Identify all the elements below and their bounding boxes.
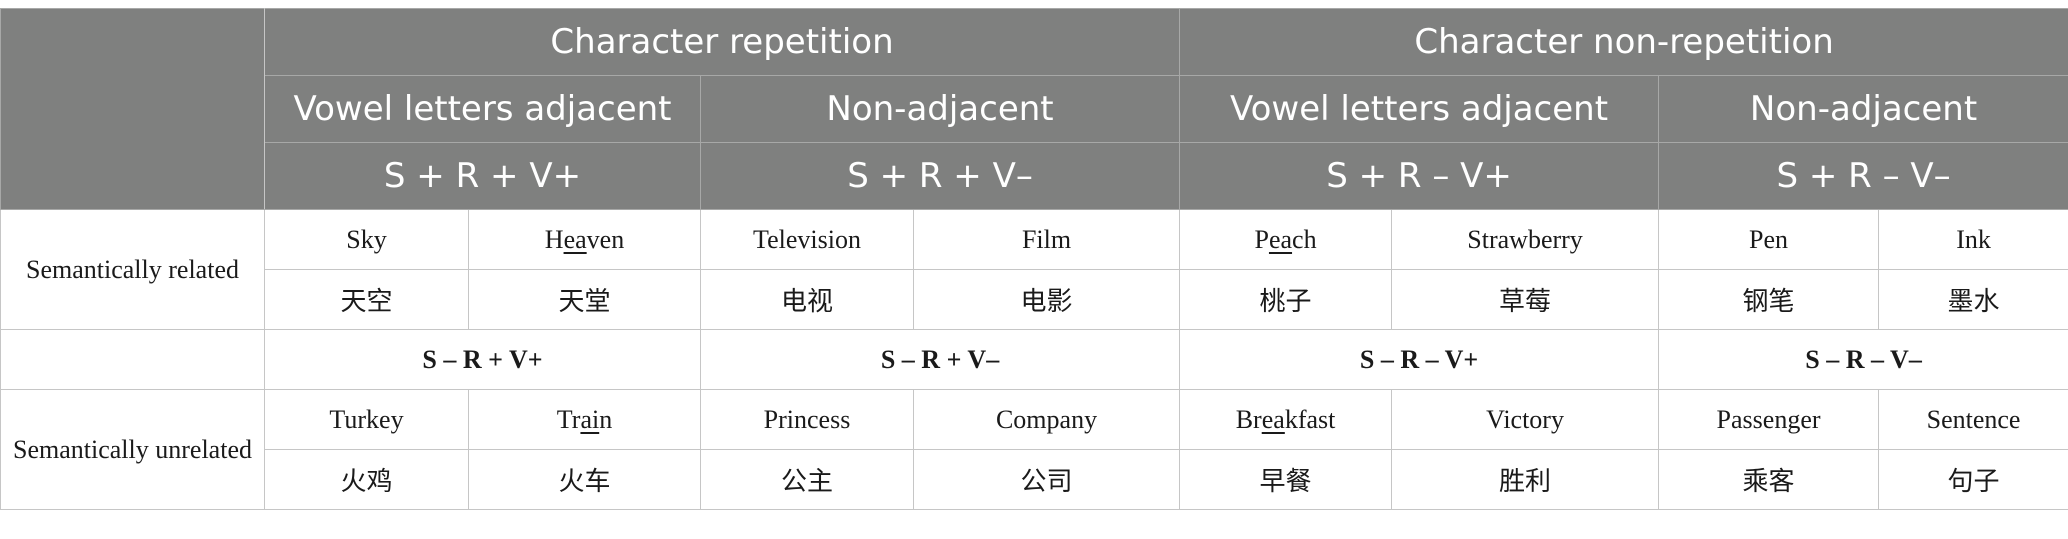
chinese-word-cell: 桃子 <box>1179 269 1393 330</box>
subgroup-header-row: Vowel letters adjacent Non-adjacent Vowe… <box>1 75 2068 143</box>
word-cell: Film <box>912 209 1181 270</box>
related-chinese-row: 天空 天堂 电视 电影 桃子 草莓 钢笔 墨水 <box>1 269 2068 330</box>
condition-code: S – R + V– <box>699 329 1181 390</box>
chinese-word-cell: 早餐 <box>1179 449 1393 510</box>
related-english-row: Semantically related Sky Heaven Televisi… <box>0 209 2068 330</box>
word-cell: Strawberry <box>1391 209 1660 270</box>
unrelated-english-row: Semantically unrelated Turkey Train Prin… <box>0 389 2068 510</box>
word-cell: Company <box>912 389 1181 450</box>
subgroup-label: Vowel letters adjacent <box>264 75 701 143</box>
row-label-unrelated: Semantically unrelated <box>0 389 265 510</box>
word-cell: Pen <box>1658 209 1880 270</box>
group-header-row: Character repetition Character non-repet… <box>0 8 2068 210</box>
chinese-word-cell: 天堂 <box>468 269 701 330</box>
chinese-word-cell: 草莓 <box>1391 269 1660 330</box>
word-cell: Sentence <box>1878 389 2068 450</box>
word-cell: Passenger <box>1658 389 1880 450</box>
chinese-word-cell: 电视 <box>700 269 914 330</box>
word-cell: Peach <box>1179 209 1393 270</box>
condition-code: S + R – V+ <box>1179 142 1660 210</box>
word-cell: Television <box>700 209 914 270</box>
chinese-word-cell: 公主 <box>700 449 914 510</box>
chinese-word-cell: 火车 <box>468 449 701 510</box>
chinese-word-cell: 钢笔 <box>1658 269 1880 330</box>
word-cell: Turkey <box>264 389 469 450</box>
chinese-word-cell: 墨水 <box>1878 269 2068 330</box>
condition-code-row: S + R + V+ S + R + V– S + R – V+ S + R –… <box>1 142 2068 210</box>
empty-cell <box>0 329 265 390</box>
word-cell: Princess <box>700 389 914 450</box>
unrelated-chinese-row: 火鸡 火车 公主 公司 早餐 胜利 乘客 句子 <box>1 449 2068 510</box>
word-cell: Heaven <box>468 209 701 270</box>
condition-code: S + R – V– <box>1658 142 2068 210</box>
chinese-word-cell: 句子 <box>1878 449 2068 510</box>
group-label: Character non-repetition <box>1179 8 2068 76</box>
word-cell: Sky <box>264 209 469 270</box>
chinese-word-cell: 乘客 <box>1658 449 1880 510</box>
corner-cell <box>0 8 265 210</box>
group-label: Character repetition <box>263 8 1181 76</box>
chinese-word-cell: 天空 <box>264 269 469 330</box>
row-label-related: Semantically related <box>0 209 265 330</box>
subgroup-label: Non-adjacent <box>1658 75 2068 143</box>
word-cell: Ink <box>1878 209 2068 270</box>
condition-code: S – R – V+ <box>1179 329 1660 390</box>
condition-code: S + R + V– <box>699 142 1181 210</box>
chinese-word-cell: 电影 <box>912 269 1181 330</box>
stimulus-table: Character repetition Character non-repet… <box>0 8 2068 510</box>
subgroup-label: Non-adjacent <box>699 75 1181 143</box>
condition-code: S + R + V+ <box>264 142 701 210</box>
word-cell: Train <box>468 389 701 450</box>
condition-code: S – R – V– <box>1658 329 2068 390</box>
condition-code: S – R + V+ <box>264 329 701 390</box>
chinese-word-cell: 火鸡 <box>264 449 469 510</box>
subgroup-label: Vowel letters adjacent <box>1179 75 1660 143</box>
chinese-word-cell: 公司 <box>912 449 1181 510</box>
unrelated-condition-row: S – R + V+ S – R + V– S – R – V+ S – R –… <box>0 329 2068 390</box>
word-cell: Victory <box>1391 389 1660 450</box>
chinese-word-cell: 胜利 <box>1391 449 1660 510</box>
word-cell: Breakfast <box>1179 389 1393 450</box>
